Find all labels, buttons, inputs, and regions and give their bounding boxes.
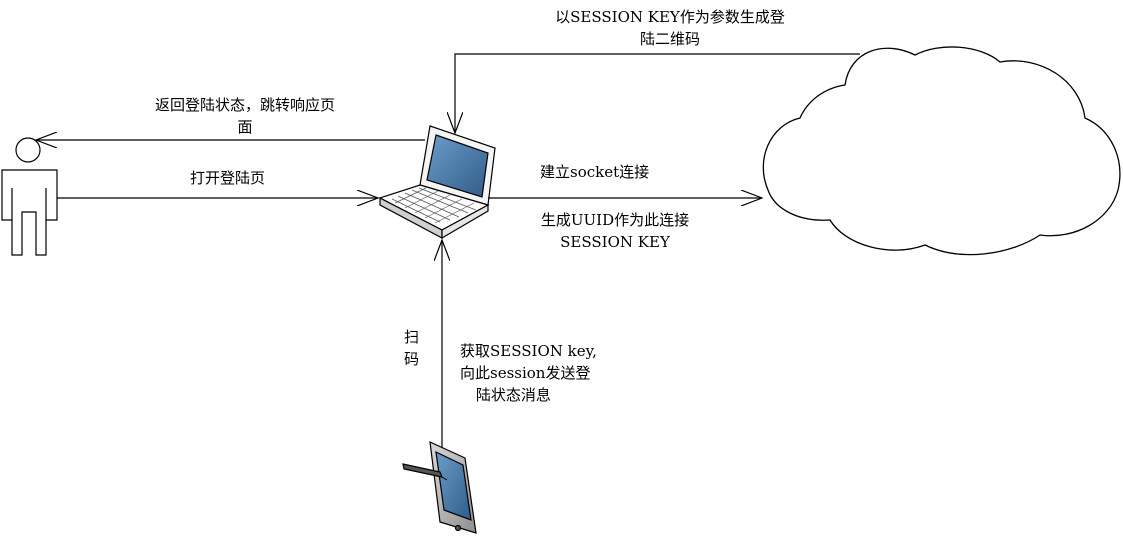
label-return-status-line1: 返回登陆状态，跳转响应页 <box>154 96 335 114</box>
arrow-cloud-to-laptop <box>455 53 860 133</box>
cloud-icon <box>762 46 1121 256</box>
label-open-login: 打开登陆页 <box>190 169 266 187</box>
label-fetch-session-line1: 获取SESSION key, <box>460 342 597 360</box>
label-fetch-session-line2: 向此session发送登 <box>460 364 591 382</box>
label-fetch-session-line3: 陆状态消息 <box>475 386 551 404</box>
label-scan-line1: 扫 <box>404 328 420 346</box>
label-fetch-session: 获取SESSION key, 向此session发送登 陆状态消息 <box>460 340 597 406</box>
label-uuid-line2: SESSION KEY <box>560 233 670 251</box>
label-uuid: 生成UUID作为此连接 SESSION KEY <box>520 209 710 253</box>
user-icon <box>1 137 58 256</box>
label-return-status-line2: 面 <box>237 118 253 136</box>
label-qr-param-line2: 陆二维码 <box>639 30 700 48</box>
laptop-icon <box>378 125 496 240</box>
label-return-status: 返回登陆状态，跳转响应页 面 <box>120 94 370 138</box>
label-qr-param: 以SESSION KEY作为参数生成登 陆二维码 <box>530 6 810 50</box>
tablet-icon <box>402 441 477 534</box>
label-scan-line2: 码 <box>404 350 420 368</box>
label-socket: 建立socket连接 <box>540 163 650 181</box>
label-scan: 扫 码 <box>404 326 419 370</box>
label-qr-param-line1: 以SESSION KEY作为参数生成登 <box>555 8 785 26</box>
label-uuid-line1: 生成UUID作为此连接 <box>540 211 690 229</box>
